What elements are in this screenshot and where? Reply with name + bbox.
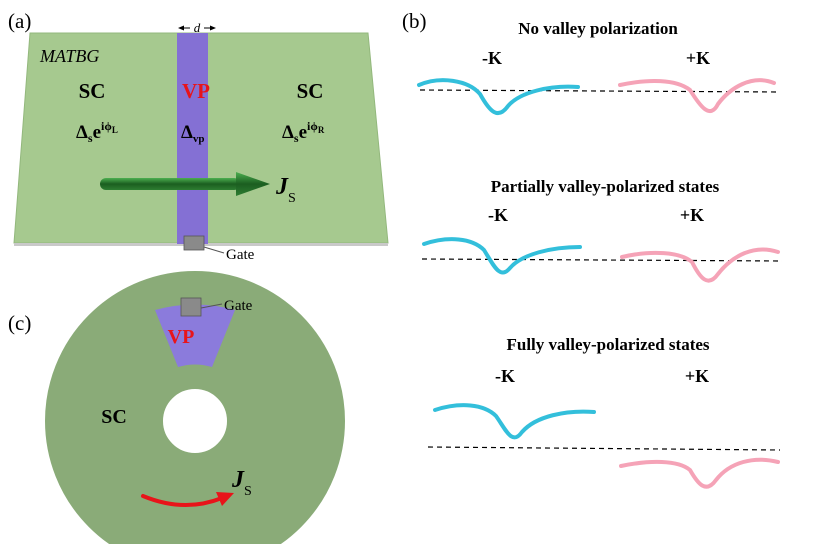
row2-plus-k-band	[620, 247, 780, 283]
row1-plus-k: +K	[686, 48, 710, 68]
row1-minus-k-band	[417, 78, 580, 116]
left-sc-label: SC	[79, 79, 106, 103]
row1-title: No valley polarization	[518, 19, 678, 38]
gate-c-leader	[200, 303, 223, 309]
left-gap-label: ΔseiϕL	[76, 119, 118, 145]
gate-c-label: Gate	[224, 298, 253, 314]
vp-gap-label: Δvp	[181, 122, 205, 145]
dimension-d: d	[178, 20, 216, 35]
row3-minus-k: -K	[495, 366, 515, 386]
vp-segment	[155, 304, 235, 367]
current-label-a: JS	[275, 174, 296, 206]
row2-minus-k: -K	[488, 205, 508, 225]
row1-plus-k-band	[618, 78, 776, 113]
row3-minus-k-band	[433, 403, 596, 440]
panel-b-label: (b)	[402, 9, 427, 33]
dimension-d-label: d	[194, 20, 201, 35]
row2-minus-k-band	[422, 237, 582, 275]
row2-fermi-line	[421, 258, 783, 262]
ring-vp-label: VP	[168, 326, 195, 348]
row3-plus-k-band	[619, 457, 780, 489]
row3-title: Fully valley-polarized states	[506, 335, 709, 354]
row1-minus-k: -K	[482, 48, 502, 68]
ring-current-arrow	[141, 492, 234, 507]
panel-c-label: (c)	[8, 311, 31, 335]
row3-fermi-line	[427, 446, 781, 451]
vp-label: VP	[182, 79, 210, 103]
right-sc-label: SC	[297, 79, 324, 103]
gate-a	[183, 235, 205, 251]
row3-plus-k: +K	[685, 366, 709, 386]
row2-plus-k: +K	[680, 205, 704, 225]
supercurrent-arrow	[100, 172, 270, 196]
row1-fermi-line	[419, 89, 781, 93]
gate-c	[180, 297, 202, 317]
row2-title: Partially valley-polarized states	[491, 177, 720, 196]
gate-a-leader	[203, 246, 225, 254]
current-label-c: JS	[231, 467, 252, 499]
gate-a-label: Gate	[226, 247, 255, 263]
ring-sc-label: SC	[101, 406, 127, 428]
right-gap-label: ΔseiϕR	[282, 119, 325, 145]
panel-a-label: (a)	[8, 9, 31, 33]
vp-stripe	[177, 33, 208, 244]
matbg-label: MATBG	[39, 46, 99, 66]
